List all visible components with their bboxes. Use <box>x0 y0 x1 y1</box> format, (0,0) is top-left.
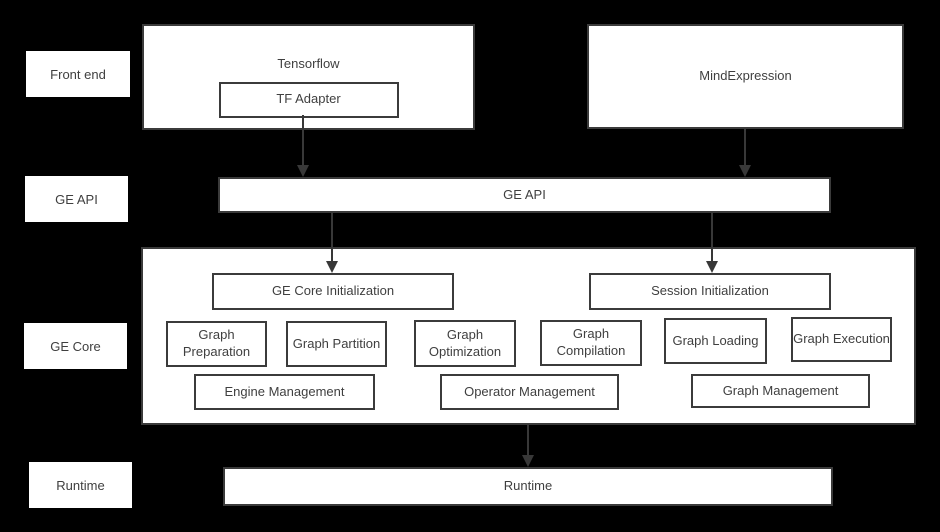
graph-partition-box: Graph Partition <box>286 321 387 367</box>
runtime-bar: Runtime <box>223 467 833 506</box>
arrow-mindexpression-to-ge-api <box>739 129 751 177</box>
graph-compilation-box: Graph Compilation <box>540 320 642 366</box>
tensorflow-box: Tensorflow TF Adapter <box>142 24 475 130</box>
graph-preparation-box: Graph Preparation <box>166 321 267 367</box>
session-initialization-box: Session Initialization <box>589 273 831 310</box>
tensorflow-title: Tensorflow <box>277 56 340 71</box>
graph-management-box: Graph Management <box>691 374 870 408</box>
row-label-front-end: Front end <box>26 51 130 97</box>
tf-adapter-box: TF Adapter <box>218 81 399 118</box>
ge-api-bar: GE API <box>218 177 831 213</box>
engine-management-box: Engine Management <box>194 374 375 410</box>
arrow-tf-adapter-to-ge-api <box>297 115 309 177</box>
graph-loading-box: Graph Loading <box>664 318 767 364</box>
graph-optimization-box: Graph Optimization <box>414 320 516 367</box>
graph-execution-box: Graph Execution <box>791 317 892 362</box>
mindexpression-box: MindExpression <box>587 24 904 129</box>
row-label-ge-api: GE API <box>25 176 128 222</box>
row-label-ge-core: GE Core <box>24 323 127 369</box>
arrow-ge-api-to-session-initialization <box>706 213 718 273</box>
arrow-ge-core-to-runtime <box>522 425 534 467</box>
row-label-runtime: Runtime <box>29 462 132 508</box>
operator-management-box: Operator Management <box>440 374 619 410</box>
arrow-ge-api-to-ge-core-initialization <box>326 213 338 273</box>
ge-core-initialization-box: GE Core Initialization <box>212 273 454 310</box>
